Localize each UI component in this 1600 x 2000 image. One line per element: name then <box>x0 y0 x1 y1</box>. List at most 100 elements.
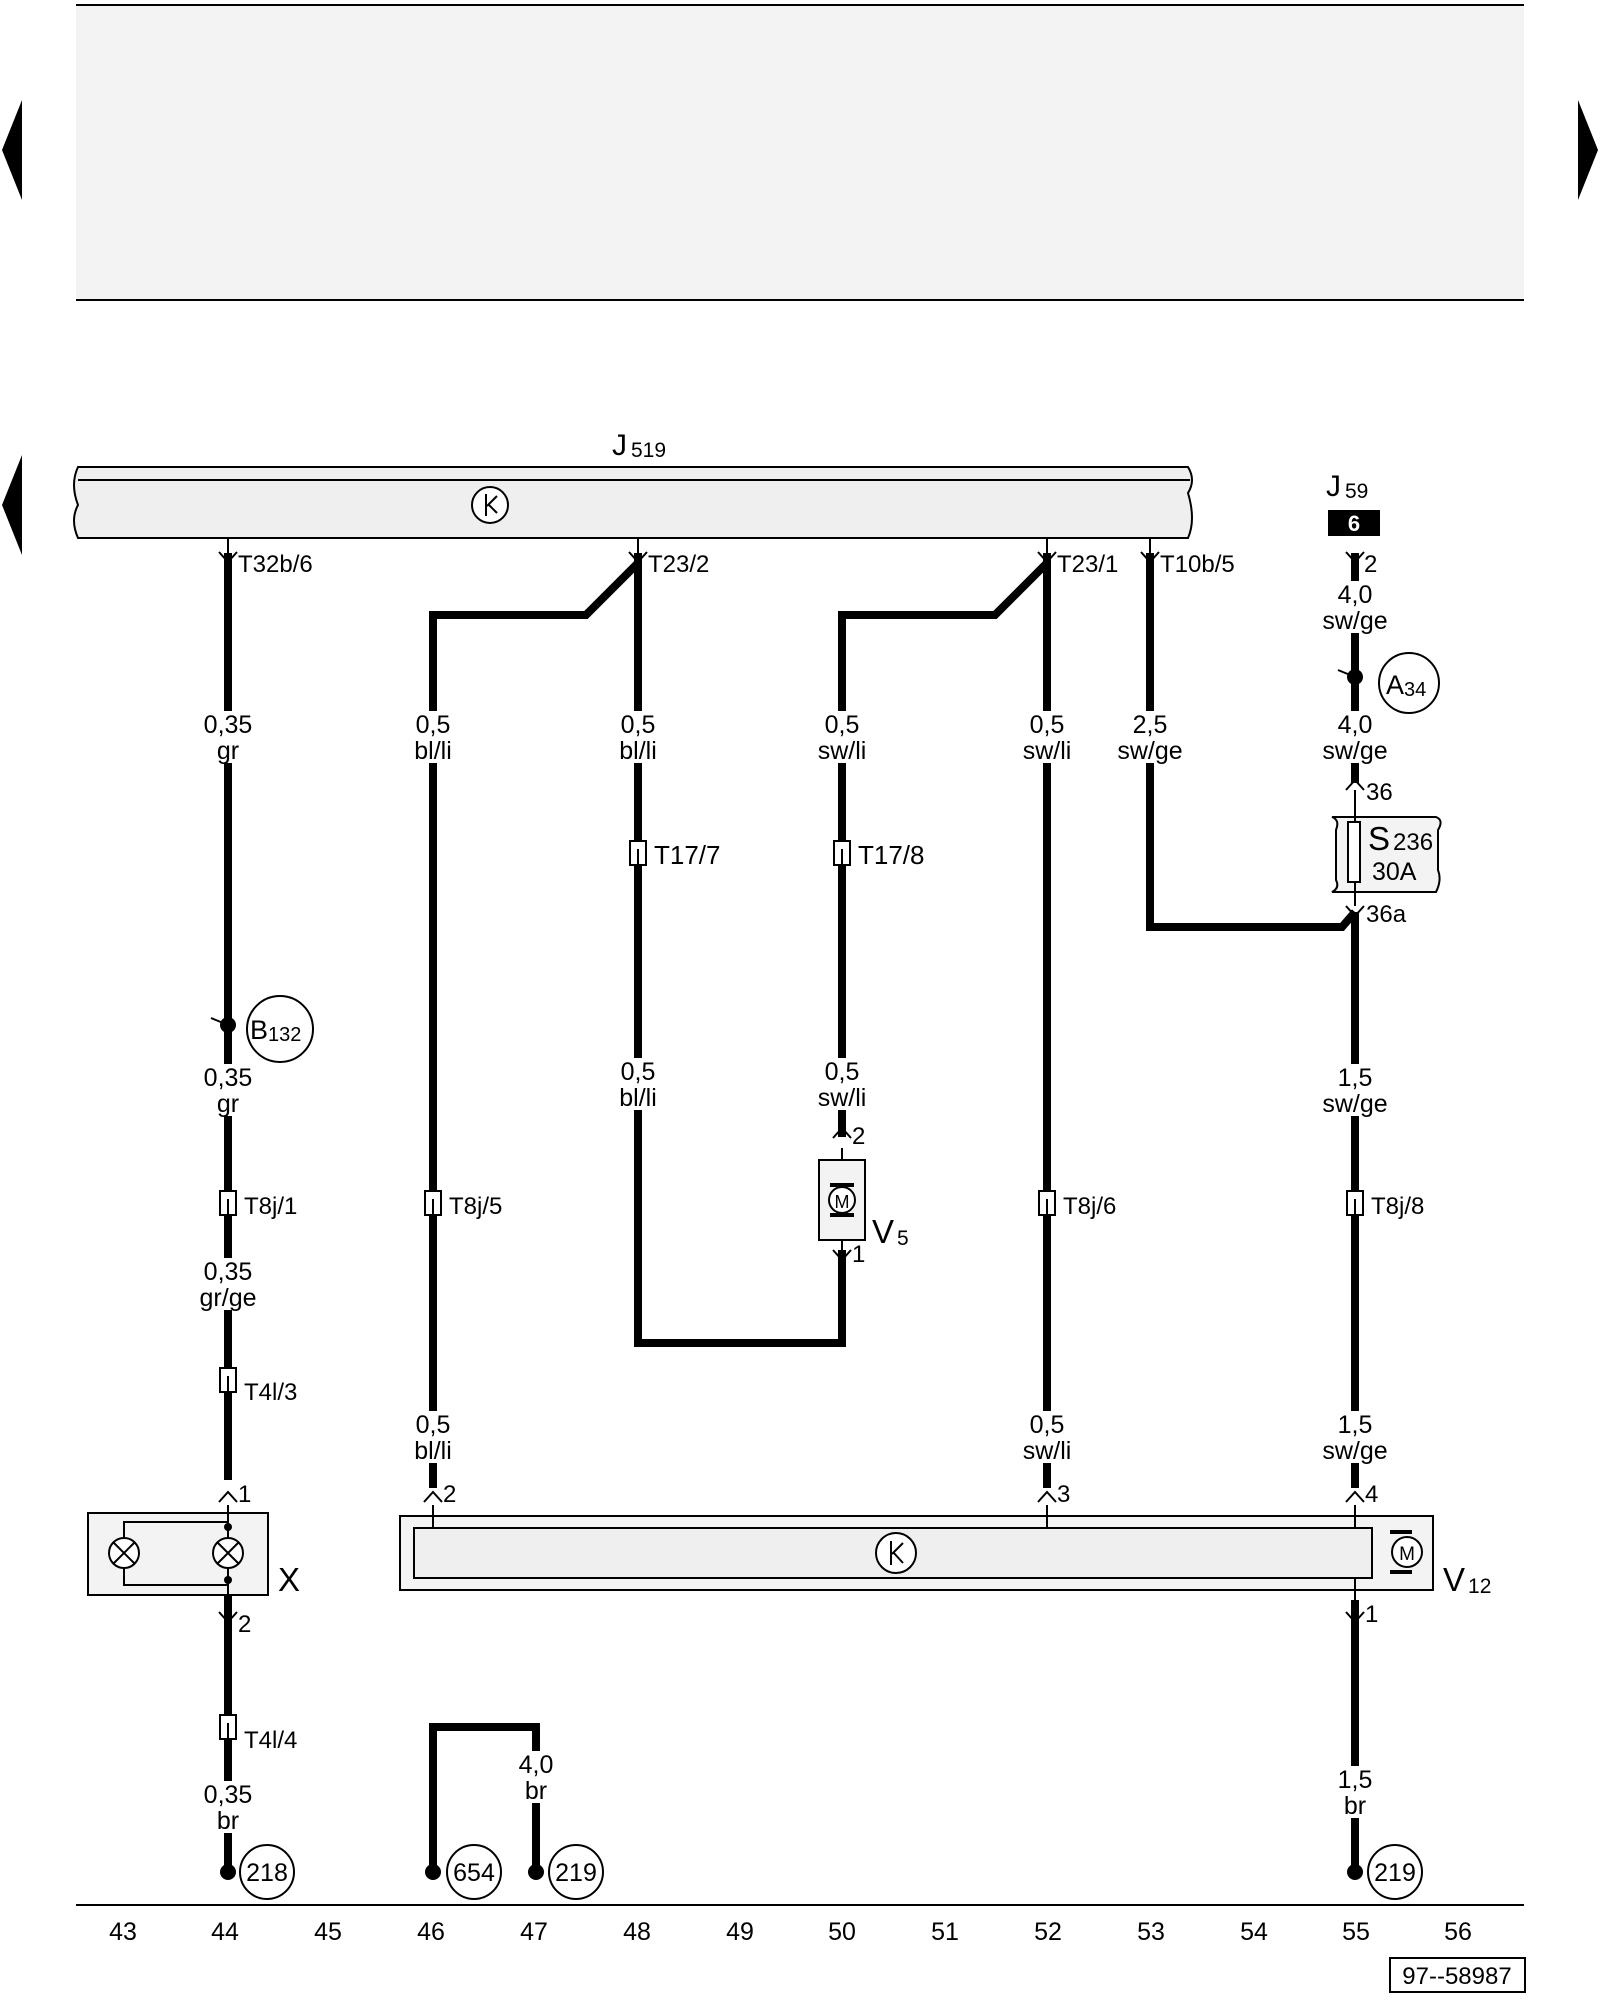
motor-icon: M <box>1390 1530 1423 1574</box>
svg-text:1: 1 <box>852 1241 865 1268</box>
component-x: X <box>87 1505 300 1612</box>
svg-text:sw/ge: sw/ge <box>1117 737 1182 765</box>
svg-text:1: 1 <box>1365 1601 1378 1628</box>
svg-text:0,5: 0,5 <box>621 711 656 739</box>
j59-badge: 6 <box>1348 511 1360 536</box>
diagram-id: 97--58987 <box>1389 1957 1526 1993</box>
wire-label: 0,5 bl/li <box>602 1058 674 1112</box>
svg-text:sw/ge: sw/ge <box>1322 737 1387 765</box>
svg-text:sw/li: sw/li <box>818 1084 867 1112</box>
svg-text:0,5: 0,5 <box>825 1058 860 1086</box>
svg-text:49: 49 <box>726 1918 754 1946</box>
wire-label: 1,5 br <box>1325 1766 1385 1820</box>
next-page-arrow-icon[interactable] <box>1578 100 1598 200</box>
ground-references: 218 654 219 219 <box>220 1844 1423 1900</box>
svg-text:V5: V5 <box>872 1213 909 1250</box>
svg-text:bl/li: bl/li <box>619 1084 657 1112</box>
svg-text:47: 47 <box>520 1918 548 1946</box>
svg-text:1: 1 <box>238 1481 251 1508</box>
svg-text:43: 43 <box>109 1918 137 1946</box>
svg-text:2: 2 <box>1364 551 1377 578</box>
svg-text:0,5: 0,5 <box>621 1058 656 1086</box>
wire-label: 1,5 sw/ge <box>1315 1064 1395 1118</box>
svg-text:sw/li: sw/li <box>1023 1437 1072 1465</box>
svg-text:1,5: 1,5 <box>1338 1411 1373 1439</box>
svg-text:36: 36 <box>1366 779 1393 806</box>
wire-label: 0,35 gr/ge <box>188 1258 268 1312</box>
grid-numbers: 43 44 45 46 47 48 49 50 51 52 53 54 55 5… <box>109 1918 1472 1946</box>
svg-text:4,0: 4,0 <box>1338 581 1373 609</box>
ground-ref-219[interactable]: 219 <box>548 1844 604 1900</box>
wire-label: 4,0 sw/ge <box>1315 711 1395 765</box>
svg-text:4,0: 4,0 <box>1338 711 1373 739</box>
prev-diagram-arrow-icon[interactable] <box>2 455 22 555</box>
lamp-icon <box>108 1537 140 1569</box>
svg-text:0,5: 0,5 <box>825 711 860 739</box>
svg-text:219: 219 <box>1374 1859 1416 1887</box>
wire-label: 0,5 sw/li <box>1011 1411 1083 1465</box>
svg-text:sw/li: sw/li <box>818 737 867 765</box>
svg-text:2,5: 2,5 <box>1133 711 1168 739</box>
wire-label: 0,5 bl/li <box>397 711 469 765</box>
wire-label: 0,5 bl/li <box>602 711 674 765</box>
svg-text:sw/ge: sw/ge <box>1322 607 1387 635</box>
junction-b132: B132 <box>210 995 314 1063</box>
ground-ref-654[interactable]: 654 <box>446 1844 502 1900</box>
wire-label: 0,5 sw/li <box>806 711 878 765</box>
svg-text:br: br <box>1344 1792 1366 1820</box>
svg-text:54: 54 <box>1240 1918 1268 1946</box>
svg-text:0,5: 0,5 <box>416 1411 451 1439</box>
svg-text:B132: B132 <box>250 1015 301 1046</box>
svg-text:36a: 36a <box>1366 901 1407 928</box>
svg-text:44: 44 <box>211 1918 239 1946</box>
svg-text:51: 51 <box>931 1918 959 1946</box>
wire-label: 0,35 gr <box>192 1064 264 1118</box>
svg-text:56: 56 <box>1444 1918 1472 1946</box>
svg-text:A34: A34 <box>1386 670 1426 701</box>
wire-label: 0,35 br <box>192 1781 264 1835</box>
info-panel <box>76 5 1524 300</box>
svg-text:4: 4 <box>1365 1481 1378 1508</box>
prev-page-arrow-icon[interactable] <box>2 100 22 200</box>
svg-text:sw/ge: sw/ge <box>1322 1437 1387 1465</box>
svg-text:218: 218 <box>246 1859 288 1887</box>
lamp-icon <box>212 1537 244 1569</box>
ground-ref-219[interactable]: 219 <box>1367 1844 1423 1900</box>
svg-text:T23/1: T23/1 <box>1057 551 1118 578</box>
svg-text:45: 45 <box>314 1918 342 1946</box>
svg-text:T10b/5: T10b/5 <box>1160 551 1235 578</box>
svg-text:52: 52 <box>1034 1918 1062 1946</box>
svg-text:0,35: 0,35 <box>204 1781 253 1809</box>
pin-markers <box>218 538 1365 1624</box>
connector-labels: T32b/6 T23/2 T23/1 T10b/5 2 36 36a T17/7… <box>238 551 1424 1754</box>
svg-text:br: br <box>217 1807 239 1835</box>
svg-text:T8j/5: T8j/5 <box>449 1193 502 1220</box>
svg-text:br: br <box>525 1777 547 1805</box>
svg-text:654: 654 <box>453 1859 495 1887</box>
svg-text:gr: gr <box>217 1090 239 1118</box>
svg-text:T8j/8: T8j/8 <box>1371 1193 1424 1220</box>
svg-text:T8j/1: T8j/1 <box>244 1193 297 1220</box>
svg-text:1,5: 1,5 <box>1338 1766 1373 1794</box>
wire-label: 0,5 bl/li <box>397 1411 469 1465</box>
svg-text:M: M <box>1399 1544 1415 1565</box>
wire-label: 4,0 br <box>506 1751 566 1805</box>
svg-text:T23/2: T23/2 <box>648 551 709 578</box>
svg-text:sw/ge: sw/ge <box>1322 1090 1387 1118</box>
wire-label: 0,5 sw/li <box>1011 711 1083 765</box>
svg-text:2: 2 <box>852 1123 865 1150</box>
svg-text:bl/li: bl/li <box>414 1437 452 1465</box>
svg-text:0,35: 0,35 <box>204 711 253 739</box>
wire-label: 2,5 sw/ge <box>1110 711 1190 765</box>
ground-ref-218[interactable]: 218 <box>239 1844 295 1900</box>
svg-text:J59: J59 <box>1326 470 1368 503</box>
wire-label: 1,5 sw/ge <box>1315 1411 1395 1465</box>
svg-text:0,5: 0,5 <box>1030 711 1065 739</box>
svg-text:0,35: 0,35 <box>204 1258 253 1286</box>
svg-text:T4l/3: T4l/3 <box>244 1379 297 1406</box>
